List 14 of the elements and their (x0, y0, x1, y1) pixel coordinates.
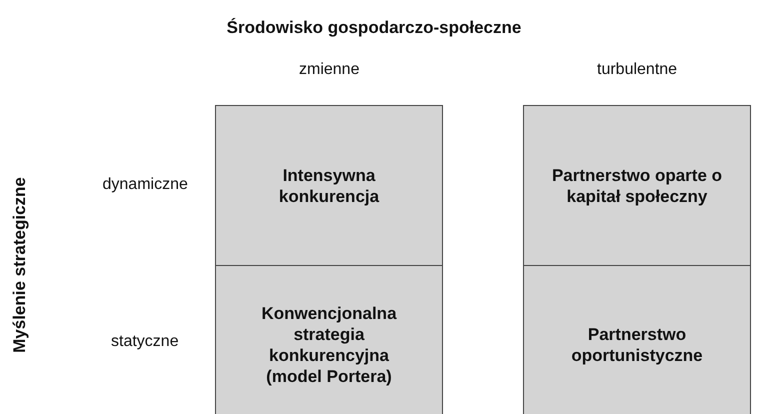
matrix-cell (215, 265, 443, 414)
row-label: dynamiczne (102, 176, 188, 194)
cell-text: Intensywna konkurencja (278, 164, 380, 206)
column-label: turbulentne (597, 61, 678, 79)
cell-text: Partnerstwo oportunistyczne (570, 324, 704, 366)
row-label: statyczne (111, 333, 179, 351)
matrix-cell (523, 105, 751, 266)
cell-text: Partnerstwo oparte o kapitał społeczny (550, 164, 724, 206)
title: Środowisko gospodarczo-społeczne (226, 18, 522, 38)
column-label: zmienne (299, 61, 360, 79)
axis-label: Myślenie strategiczne (10, 177, 30, 353)
cell-text: Konwencjonalna strategia konkurencyjna (model Portera) (260, 303, 398, 387)
matrix-cell (215, 105, 443, 266)
matrix-cell (523, 265, 751, 414)
